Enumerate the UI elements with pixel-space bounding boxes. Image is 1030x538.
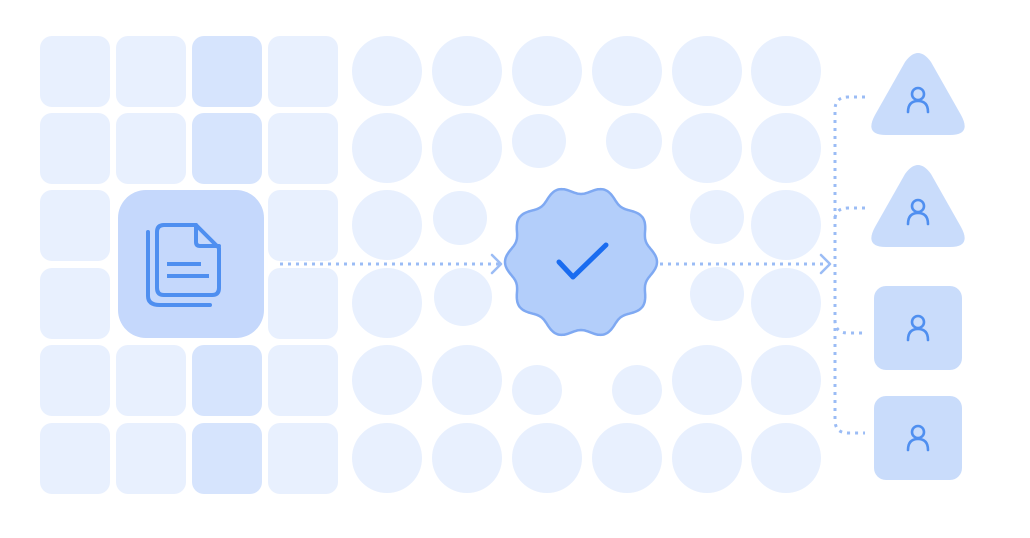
user-square [874, 286, 962, 370]
grid-circle [512, 36, 582, 106]
grid-circle [352, 190, 422, 260]
arrow-right-icon [819, 253, 832, 275]
grid-circle [432, 36, 502, 106]
grid-circle [352, 423, 422, 493]
grid-circle [672, 345, 742, 415]
grid-circle [672, 113, 742, 183]
grid-circle [434, 268, 492, 326]
grid-tile [40, 423, 110, 494]
grid-tile [116, 345, 186, 416]
grid-circle [432, 345, 502, 415]
user-triangle [871, 53, 965, 135]
arrow-right-icon [490, 253, 503, 275]
grid-circle [690, 190, 744, 244]
branch-2 [833, 206, 865, 221]
grid-tile [40, 190, 110, 261]
grid-circle [751, 345, 821, 415]
grid-circle [352, 268, 422, 338]
grid-circle [672, 36, 742, 106]
grid-tile [268, 423, 338, 494]
grid-circle [512, 365, 562, 415]
user-list [871, 53, 965, 480]
grid-circle [352, 113, 422, 183]
grid-tile [116, 36, 186, 107]
grid-tile [192, 113, 262, 184]
user-triangle [871, 165, 965, 247]
grid-circle [592, 423, 662, 493]
grid-tile [192, 345, 262, 416]
user-icon [906, 86, 930, 114]
grid-circle [592, 36, 662, 106]
grid-tile [268, 190, 338, 261]
grid-circle [433, 191, 487, 245]
user-square [874, 396, 962, 480]
grid-circle [606, 113, 662, 169]
document-tile [118, 190, 264, 338]
tile-grid [40, 36, 338, 494]
grid-circle [352, 345, 422, 415]
grid-circle [432, 113, 502, 183]
connector-lines [280, 95, 865, 435]
grid-circle [751, 113, 821, 183]
grid-circle [512, 423, 582, 493]
grid-tile [116, 113, 186, 184]
grid-tile [268, 268, 338, 339]
grid-circle [690, 267, 744, 321]
grid-circle [432, 423, 502, 493]
grid-circle [672, 423, 742, 493]
grid-circle [512, 114, 566, 168]
user-icon [906, 198, 930, 226]
check-icon [556, 242, 609, 280]
grid-tile [192, 423, 262, 494]
grid-circle [751, 36, 821, 106]
documents-icon [146, 223, 221, 307]
grid-circle [352, 36, 422, 106]
grid-circle [612, 365, 662, 415]
grid-tile [268, 113, 338, 184]
bracket-connector [833, 95, 865, 435]
arrowheads [490, 253, 832, 275]
verified-badge [503, 187, 659, 337]
grid-tile [40, 36, 110, 107]
grid-tile [192, 36, 262, 107]
grid-tile [40, 268, 110, 339]
user-icon [906, 424, 930, 452]
grid-circle [751, 190, 821, 260]
branch-3 [833, 319, 865, 335]
grid-tile [268, 36, 338, 107]
grid-tile [268, 345, 338, 416]
grid-tile [40, 345, 110, 416]
grid-tile [40, 113, 110, 184]
grid-circle [751, 423, 821, 493]
user-icon [906, 314, 930, 342]
circle-grid [352, 36, 821, 493]
grid-circle [751, 268, 821, 338]
grid-tile [116, 423, 186, 494]
